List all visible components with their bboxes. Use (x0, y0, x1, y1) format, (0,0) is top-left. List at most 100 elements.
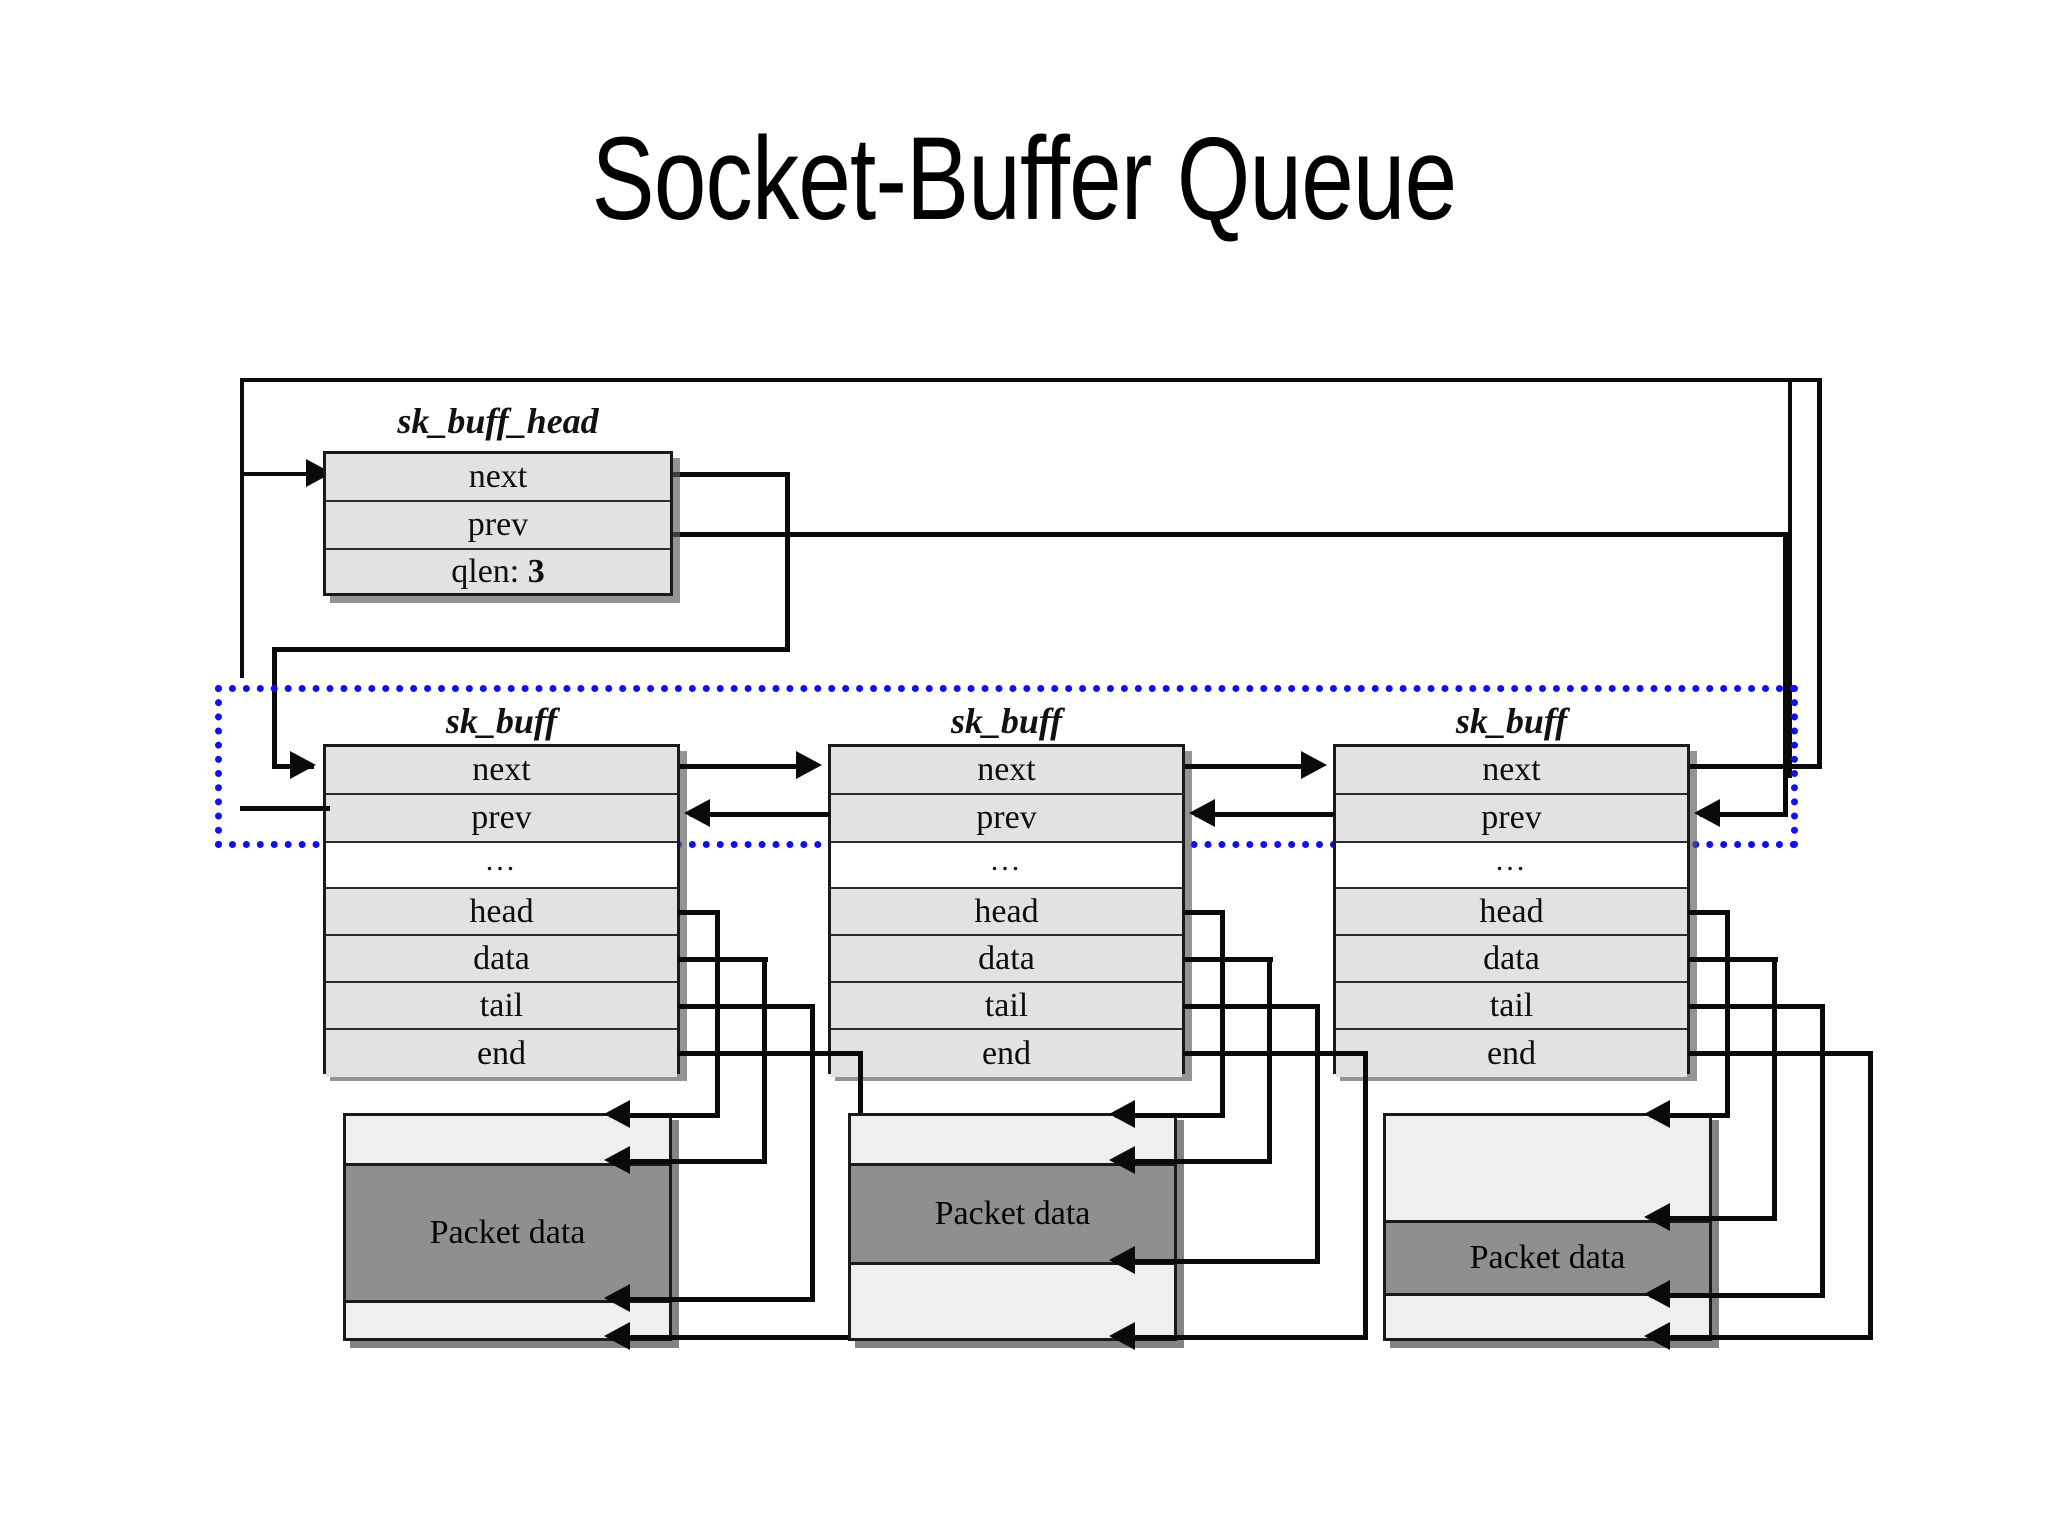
head-row-qlen[interactable]: qlen: 3 (326, 550, 670, 593)
wire-skb1-data-in (610, 1159, 767, 1164)
wire-skb2-next-to-skb3 (1185, 764, 1303, 769)
wire-head-next-down2 (272, 647, 277, 769)
wire-skb3-next-up (1817, 378, 1822, 769)
arrowhead-skb1-next (796, 751, 822, 779)
wire-skb1-head-out (678, 910, 720, 915)
skb3-row-data[interactable]: data (1336, 936, 1687, 983)
skb2-row-next[interactable]: next (831, 747, 1182, 795)
arrowhead-skb3-head (1644, 1100, 1670, 1128)
wire-skb1-next-to-skb2 (680, 764, 798, 769)
wire-skb3-data-in (1650, 1216, 1777, 1221)
skb2-row-tail[interactable]: tail (831, 983, 1182, 1030)
sk-buff-head-caption: sk_buff_head (397, 401, 599, 441)
wire-skb2-prev-to-skb1 (690, 812, 830, 817)
outer-loop-left-vertical (240, 378, 244, 678)
skb3-row-prev[interactable]: prev (1336, 795, 1687, 843)
arrowhead-skb3-prev (1189, 799, 1215, 827)
skb1-row-tail[interactable]: tail (326, 983, 677, 1030)
wire-skb2-head-out (1183, 910, 1225, 915)
wire-head-prev-down (1783, 532, 1788, 815)
wire-skb3-tail-out (1688, 1004, 1825, 1009)
arrowhead-skb2-tail (1109, 1246, 1135, 1274)
arrowhead-skb2-data (1109, 1146, 1135, 1174)
arrowhead-skb2-next (1301, 751, 1327, 779)
wire-skb2-tail-out (1183, 1004, 1320, 1009)
wire-head-next-left (272, 647, 790, 652)
skb3-row-head[interactable]: head (1336, 889, 1687, 936)
outer-loop-top-rail (240, 378, 1792, 382)
packet-1-data: Packet data (346, 1163, 669, 1303)
wire-skb1-tail-in (610, 1297, 815, 1302)
wire-head-next-right (672, 472, 790, 477)
sk-buff-1-struct: next prev ... head data tail end (323, 744, 680, 1077)
skb3-row-ellipsis: ... (1336, 843, 1687, 889)
qlen-value: 3 (527, 552, 545, 590)
skb1-row-data[interactable]: data (326, 936, 677, 983)
wire-skb3-tail-in (1650, 1293, 1825, 1298)
wire-skb2-end-down (1363, 1051, 1368, 1339)
wire-skb3-tail-down (1820, 1004, 1825, 1296)
skb3-row-next[interactable]: next (1336, 747, 1687, 795)
sk-buff-head-struct: next prev qlen: 3 (323, 451, 673, 596)
sk-buff-2-struct: next prev ... head data tail end (828, 744, 1185, 1077)
wire-skb3-data-out (1688, 957, 1778, 962)
wire-skb2-head-in (1115, 1113, 1225, 1118)
wire-skb3-head-down (1725, 910, 1730, 1118)
wire-skb2-data-out (1183, 957, 1273, 962)
wire-head-next-down (785, 472, 790, 652)
wire-skb3-end-down (1868, 1051, 1873, 1339)
head-row-next[interactable]: next (326, 454, 670, 502)
wire-skb3-head-in (1650, 1113, 1730, 1118)
wire-skb2-tail-down (1315, 1004, 1320, 1262)
arrowhead-skb2-head (1109, 1100, 1135, 1128)
wire-skb1-prev-left (240, 806, 330, 811)
skb2-row-data[interactable]: data (831, 936, 1182, 983)
sk-buff-3-caption: sk_buff (1455, 701, 1568, 741)
wire-into-head-next (240, 472, 312, 476)
wire-skb3-end-in (1650, 1335, 1873, 1340)
wire-skb3-next-top-join (1788, 378, 1822, 382)
skb1-row-head[interactable]: head (326, 889, 677, 936)
wire-skb3-head-out (1688, 910, 1730, 915)
wire-skb3-end-out (1688, 1051, 1873, 1056)
arrowhead-skb2-end (1109, 1322, 1135, 1350)
skb3-row-tail[interactable]: tail (1336, 983, 1687, 1030)
wire-skb2-head-down (1220, 910, 1225, 1118)
arrowhead-skb1-data (604, 1146, 630, 1174)
wire-skb1-end-in (610, 1335, 863, 1340)
skb2-row-end[interactable]: end (831, 1030, 1182, 1077)
wire-skb1-data-down (762, 957, 767, 1164)
wire-skb1-head-in (610, 1113, 720, 1118)
wire-skb2-tail-in (1115, 1259, 1320, 1264)
outer-loop-right-vertical (1788, 378, 1792, 778)
wire-skb1-head-down (715, 910, 720, 1118)
wire-head-prev-right (672, 532, 1788, 537)
qlen-label: qlen: (451, 552, 520, 590)
arrowhead-skb2-prev (684, 799, 710, 827)
skb1-row-ellipsis: ... (326, 843, 677, 889)
skb2-row-ellipsis: ... (831, 843, 1182, 889)
skb1-row-next[interactable]: next (326, 747, 677, 795)
wire-head-prev-into-skb3 (1700, 812, 1788, 817)
skb3-row-end[interactable]: end (1336, 1030, 1687, 1077)
arrowhead-head-next-to-skb1 (290, 751, 316, 779)
wire-skb2-data-down (1267, 957, 1272, 1164)
sk-buff-1-caption: sk_buff (445, 701, 558, 741)
skb2-row-prev[interactable]: prev (831, 795, 1182, 843)
head-row-prev[interactable]: prev (326, 502, 670, 550)
skb1-row-end[interactable]: end (326, 1030, 677, 1077)
sk-buff-3-struct: next prev ... head data tail end (1333, 744, 1690, 1077)
skb2-row-head[interactable]: head (831, 889, 1182, 936)
arrowhead-skb3-data (1644, 1203, 1670, 1231)
skb1-row-prev[interactable]: prev (326, 795, 677, 843)
wire-skb2-end-out (1183, 1051, 1368, 1056)
wire-skb2-data-in (1115, 1159, 1272, 1164)
wire-skb1-tail-out (678, 1004, 815, 1009)
wire-skb1-data-out (678, 957, 768, 962)
arrowhead-skb1-head (604, 1100, 630, 1128)
arrowhead-head-prev-to-skb3 (1694, 799, 1720, 827)
wire-skb3-data-down (1772, 957, 1777, 1221)
arrowhead-skb1-end (604, 1322, 630, 1350)
wire-skb2-end-in (1115, 1335, 1368, 1340)
arrowhead-skb3-tail (1644, 1280, 1670, 1308)
